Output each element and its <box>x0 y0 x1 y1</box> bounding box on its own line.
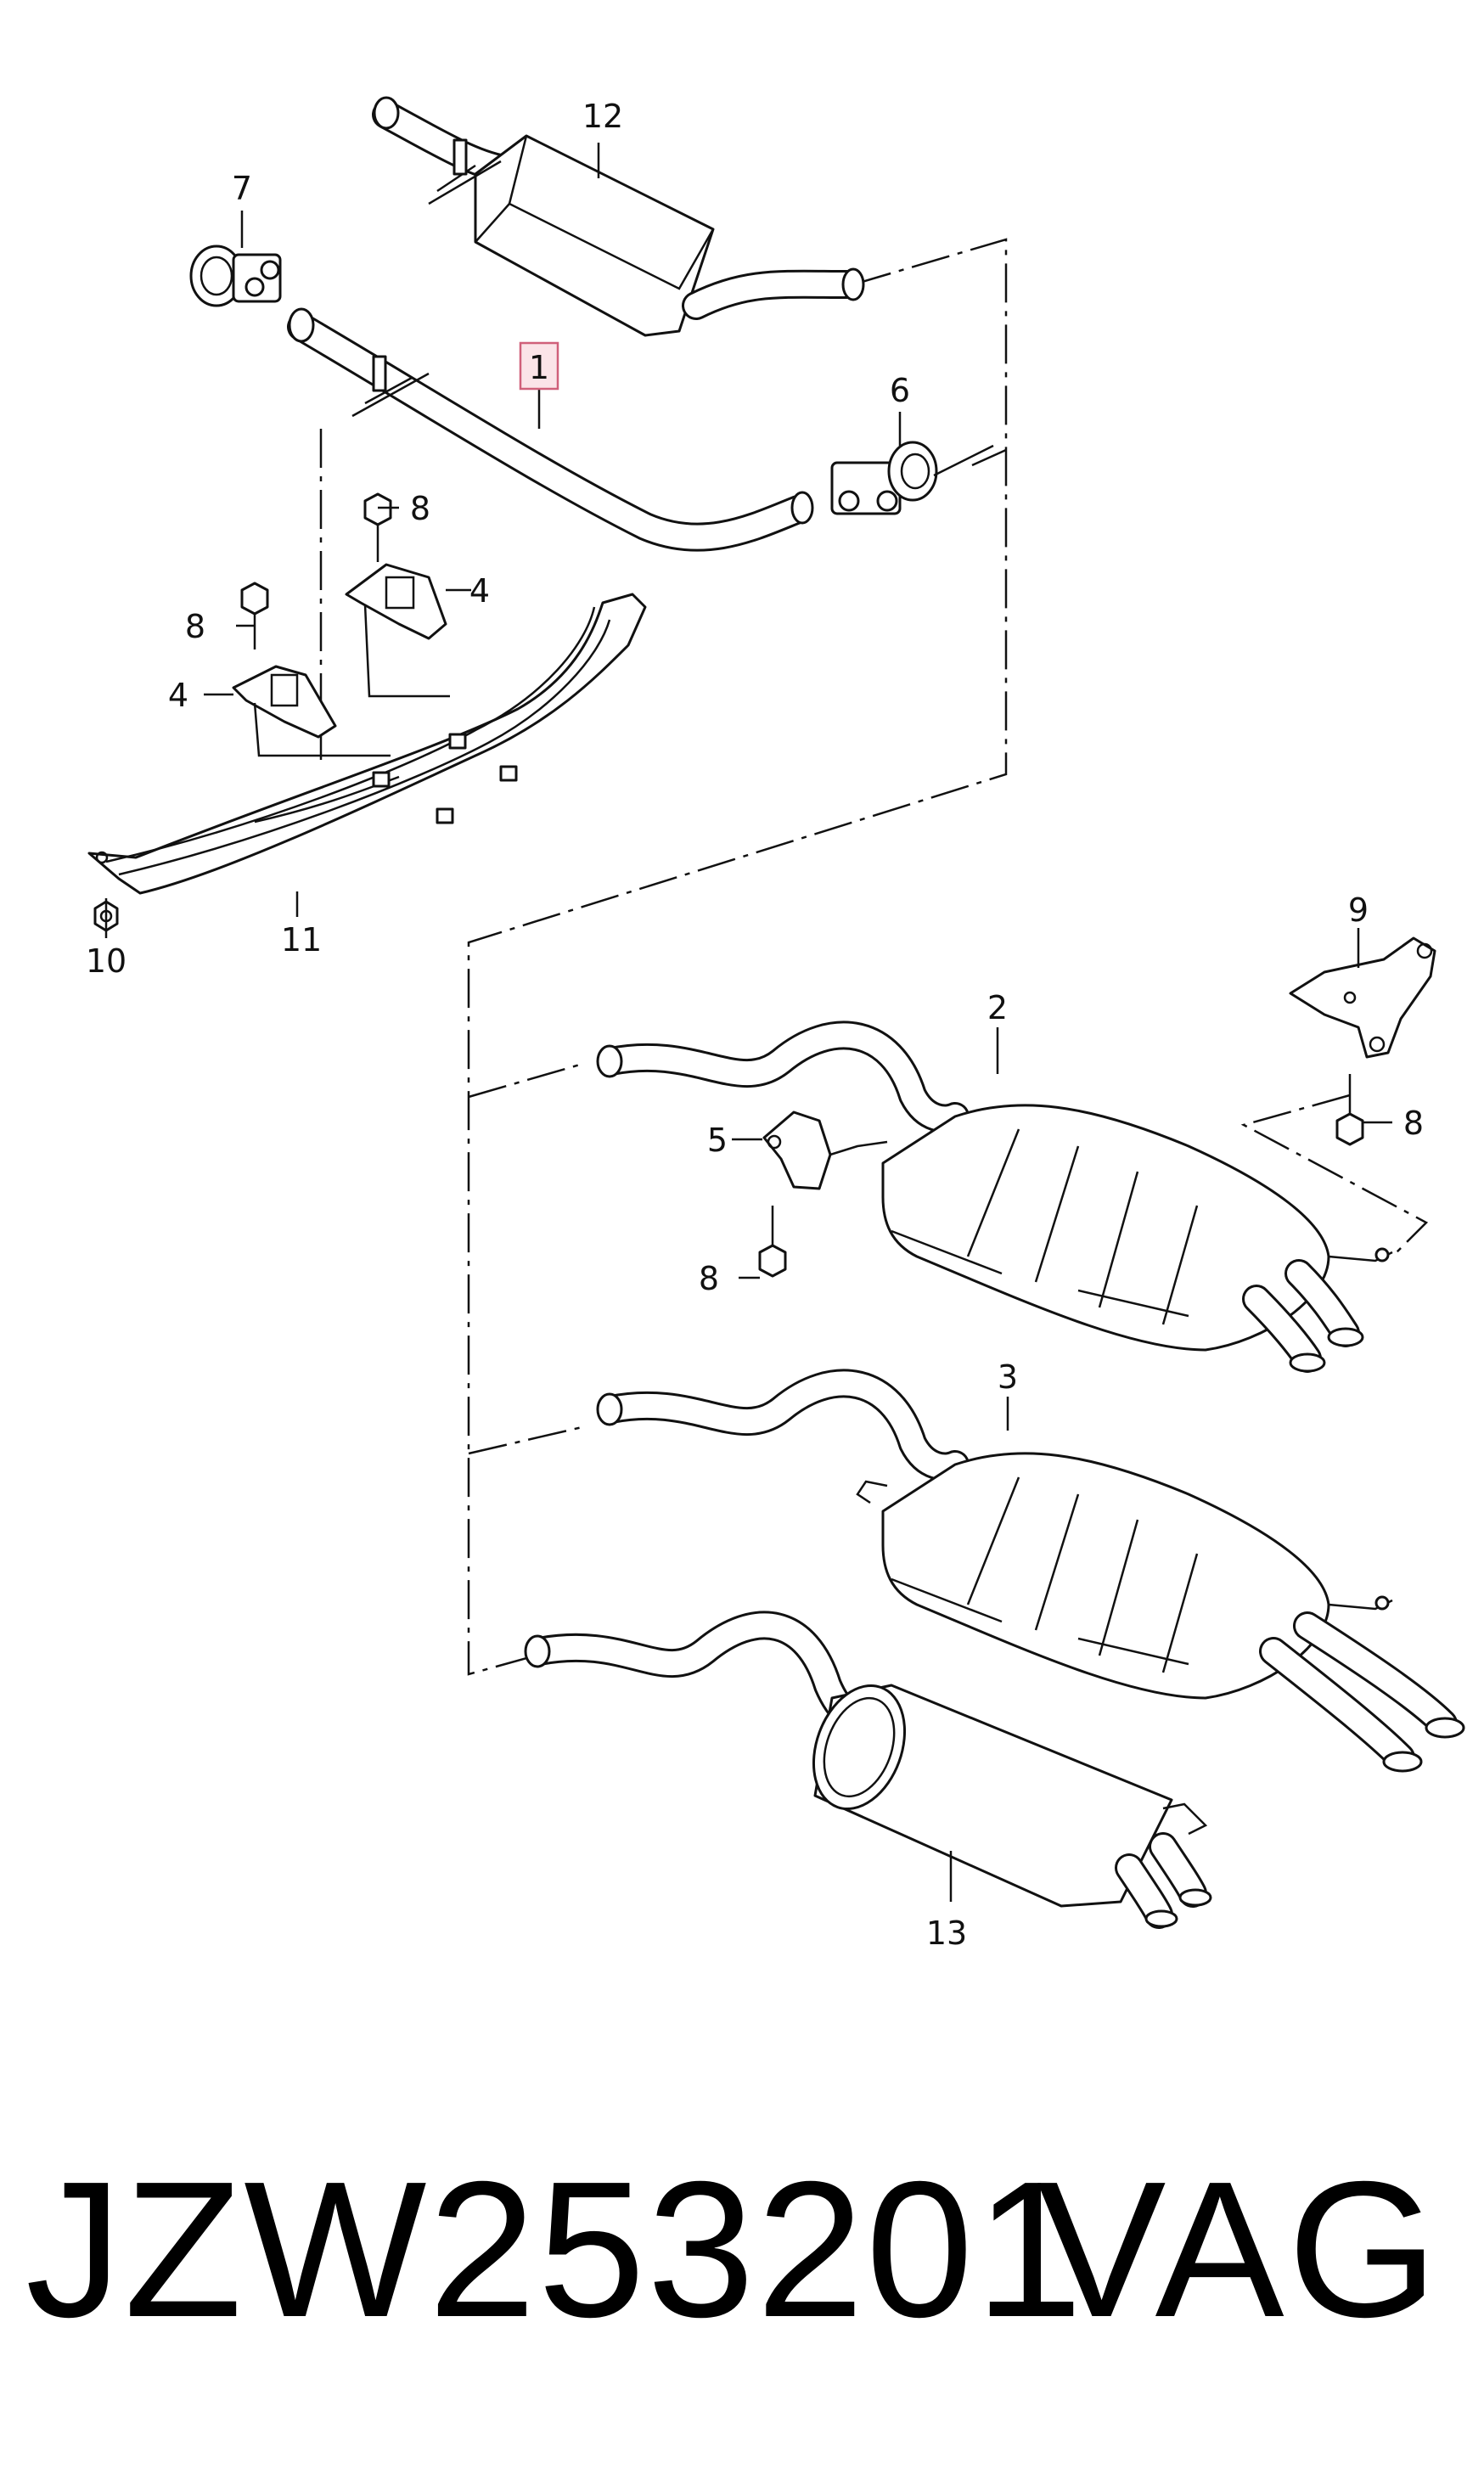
callout-4-lower[interactable]: 4 <box>168 677 188 714</box>
caption-footer: JZW253201 VAG <box>0 2123 1484 2377</box>
intermediate-pipe-1[interactable] <box>287 307 814 552</box>
bracket-4-upper[interactable] <box>345 563 450 698</box>
hanger-9[interactable] <box>1289 936 1436 1059</box>
callout-3[interactable]: 3 <box>998 1358 1018 1396</box>
rear-silencer-3[interactable] <box>596 1369 1465 1773</box>
callout-10[interactable]: 10 <box>86 942 126 980</box>
bracket-4-lower[interactable] <box>232 665 391 757</box>
rear-silencer-13[interactable] <box>524 1611 1212 1929</box>
callout-5[interactable]: 5 <box>707 1122 728 1159</box>
callout-8-mid[interactable]: 8 <box>699 1260 719 1297</box>
exhaust-system-diagram: 12 7 1 6 8 8 4 4 11 10 9 2 8 5 8 3 13 <box>86 96 1465 1952</box>
callout-4-upper[interactable]: 4 <box>469 572 490 610</box>
rear-silencer-2[interactable] <box>596 1021 1393 1373</box>
callout-11[interactable]: 11 <box>281 921 322 959</box>
callout-labels: 12 7 1 6 8 8 4 4 11 10 9 2 8 5 8 3 13 <box>86 98 1424 1952</box>
callout-8-right[interactable]: 8 <box>1403 1105 1424 1142</box>
bolt-8-left[interactable] <box>240 582 269 649</box>
bolt-8-upper[interactable] <box>363 492 392 562</box>
callout-7[interactable]: 7 <box>232 170 252 207</box>
callout-1[interactable]: 1 <box>529 349 549 386</box>
assembly-dash-lines <box>319 238 1429 1676</box>
clamp-6[interactable] <box>830 441 994 515</box>
bolt-8-mid[interactable] <box>758 1206 787 1278</box>
callout-6[interactable]: 6 <box>890 372 910 409</box>
callout-8-upper[interactable]: 8 <box>410 490 430 527</box>
callout-13[interactable]: 13 <box>926 1915 967 1952</box>
heat-shield-11[interactable] <box>87 593 647 895</box>
callout-2[interactable]: 2 <box>987 989 1008 1026</box>
callout-12[interactable]: 12 <box>582 98 623 135</box>
brand-name: VAG <box>1037 2142 1442 2358</box>
part-number: JZW253201 <box>25 2142 1085 2358</box>
callout-9[interactable]: 9 <box>1348 891 1369 929</box>
front-silencer-12[interactable] <box>372 96 865 337</box>
clamp-7[interactable] <box>189 245 282 307</box>
bracket-5[interactable] <box>762 1110 888 1190</box>
callout-1-highlight <box>519 341 559 391</box>
bolt-8-right[interactable] <box>1335 1074 1364 1146</box>
callout-leaders <box>104 143 1392 1902</box>
callout-8-left[interactable]: 8 <box>185 608 205 645</box>
